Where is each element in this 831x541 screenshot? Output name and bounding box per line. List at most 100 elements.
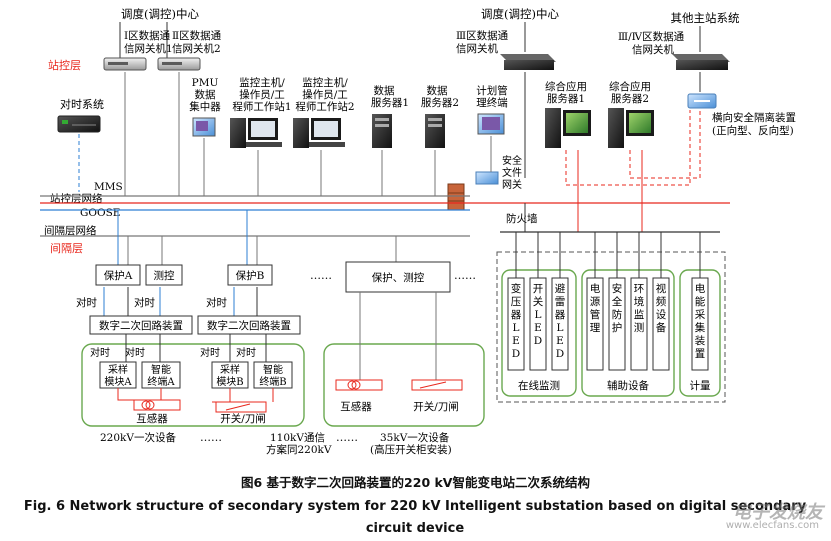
isolation-label-b: (正向型、反向型): [712, 124, 794, 137]
aux-item-1: 安全防护: [608, 277, 626, 371]
timing-label-6: 对时: [200, 346, 220, 359]
sample-module-a-box: [99, 361, 137, 389]
substation-diagram: 调度(调控)中心 Ⅰ区数据通 信网关机1 Ⅱ区数据通 信网关机2 调度(调控)中…: [40, 7, 796, 456]
smart-terminal-b-box: [253, 361, 293, 389]
ct-symbol-35kv: [335, 379, 383, 391]
ellipsis-bay: ……: [310, 269, 332, 282]
watermark-url: www.elecfans.com: [725, 520, 819, 531]
timing-label-7: 对时: [236, 346, 256, 359]
gateway-2-icon: [157, 57, 201, 71]
monitor-host-1-label-a: 监控主机/: [239, 76, 285, 89]
caption-english: Fig. 6 Network structure of secondary sy…: [23, 499, 807, 536]
gateway-1-label-b: 信网关机1: [124, 42, 173, 55]
app1-iso-dashed: [565, 110, 691, 186]
secure-file-gateway-icon: [475, 171, 499, 185]
gateway-2-label-b: 信网关机2: [172, 42, 221, 55]
station-layer-label: 站控层: [48, 58, 81, 72]
gateway-1-icon: [103, 57, 147, 71]
plan-terminal-label-a: 计划管: [476, 84, 508, 97]
data-server-1-label-a: 数据: [374, 84, 395, 97]
monitor-host-2-label-a: 监控主机/: [302, 76, 348, 89]
equipment-35kv-label-a: 35kV一次设备: [380, 431, 450, 444]
aux-item-0-label: 电源管理: [590, 282, 601, 334]
timing-label-1: 对时: [76, 296, 97, 309]
watermark-logo: 电子发烧友: [733, 502, 823, 523]
firewall-icon: [447, 183, 465, 211]
gateway-4-icon: [672, 54, 730, 70]
aux-equipment-label: 辅助设备: [607, 379, 649, 392]
ct-label-35kv: 互感器: [340, 400, 372, 413]
monitor-host-2-label-b: 操作员/工: [302, 88, 348, 101]
red-wiring-220kv: [117, 388, 274, 403]
sample-module-a-label-b: 模块A: [104, 376, 132, 388]
workstation-2-icon: [293, 118, 345, 148]
data-server-2-label-a: 数据: [427, 84, 448, 97]
pmu-concentrator-icon: [192, 117, 216, 137]
ct-symbol-220kv: [133, 399, 181, 411]
aux-item-2-label: 环境监测: [634, 283, 645, 334]
aux-item-1-label: 安全防护: [612, 282, 623, 334]
dsr-b-label: 数字二次回路装置: [207, 319, 291, 332]
timing-label-2: 对时: [134, 296, 155, 309]
online-monitoring-label: 在线监测: [518, 379, 560, 392]
pmu-label-c: 集中器: [189, 100, 221, 113]
gateway-2-label-a: Ⅱ区数据通: [172, 29, 222, 42]
gateway-3-icon: [500, 54, 556, 70]
plan-terminal-icon: [477, 113, 505, 135]
gateway-4-label-a: Ⅲ/Ⅳ区数据通: [618, 30, 685, 43]
app-server-1-icon: [545, 108, 591, 148]
data-server-1-icon: [372, 114, 392, 148]
protection-b-label: 保护B: [236, 269, 265, 282]
ct-label-220kv: 互感器: [136, 412, 168, 425]
aux-equipment-group: [581, 269, 675, 397]
aux-item-3: 视频设备: [652, 277, 670, 371]
switch-symbol-35kv: [411, 379, 463, 391]
sample-module-a-label-a: 采样: [108, 363, 128, 376]
firewall-label: 防火墙: [506, 212, 538, 225]
smart-terminal-b-label-b: 终端B: [259, 375, 286, 388]
gateway-4-label-b: 信网关机: [632, 43, 674, 56]
aux-drop-lines: [515, 232, 701, 278]
dispatch-center-label-1: 调度(调控)中心: [121, 7, 199, 21]
secure-file-gw-label-a: 安全: [502, 154, 522, 167]
isolation-device-icon: [687, 93, 717, 109]
pm35-down-links: [359, 292, 437, 380]
app-server-2-icon: [608, 108, 654, 148]
goose-label: GOOSE: [80, 207, 120, 219]
ellipsis-35: ……: [454, 269, 476, 282]
app-server-2-label-b: 服务器2: [611, 92, 649, 105]
meter-item-label: 电能采集装置: [695, 282, 706, 360]
app-server-1-label-b: 服务器1: [547, 92, 585, 105]
timing-system-label: 对时系统: [60, 97, 104, 111]
protect-measure-35-box: [345, 261, 451, 293]
workstation-1-icon: [230, 118, 282, 148]
aux-item-3-label: 视频设备: [656, 282, 667, 334]
sample-module-b-label-a: 采样: [220, 363, 240, 376]
equipment-35kv-label-b: (高压开关柜安装): [370, 443, 452, 456]
secure-file-gw-label-b: 文件: [502, 166, 522, 179]
gateway-1-label-a: Ⅰ区数据通: [124, 29, 171, 42]
smart-terminal-a-box: [141, 361, 181, 389]
equipment-220kv-region: [81, 343, 305, 427]
switch-label-35kv: 开关/刀闸: [413, 400, 459, 413]
protection-b-box: [227, 264, 273, 286]
equipment-220kv-label: 220kV一次设备: [100, 431, 176, 444]
dsr-a-box: [89, 315, 193, 335]
app2-iso-dashed: [629, 110, 701, 179]
dsr-a-label: 数字二次回路装置: [99, 319, 183, 332]
measure-control-box: [145, 264, 183, 286]
ellipsis-220: ……: [200, 431, 222, 444]
aux-region-dashed: [496, 251, 726, 403]
measure-control-label: 测控: [154, 269, 175, 282]
sample-module-b-label-b: 模块B: [216, 376, 243, 388]
timing-label-4: 对时: [90, 346, 110, 359]
metering-label: 计量: [690, 379, 711, 392]
dsr-b-box: [197, 315, 301, 335]
protect-measure-35-label: 保护、测控: [372, 271, 425, 284]
